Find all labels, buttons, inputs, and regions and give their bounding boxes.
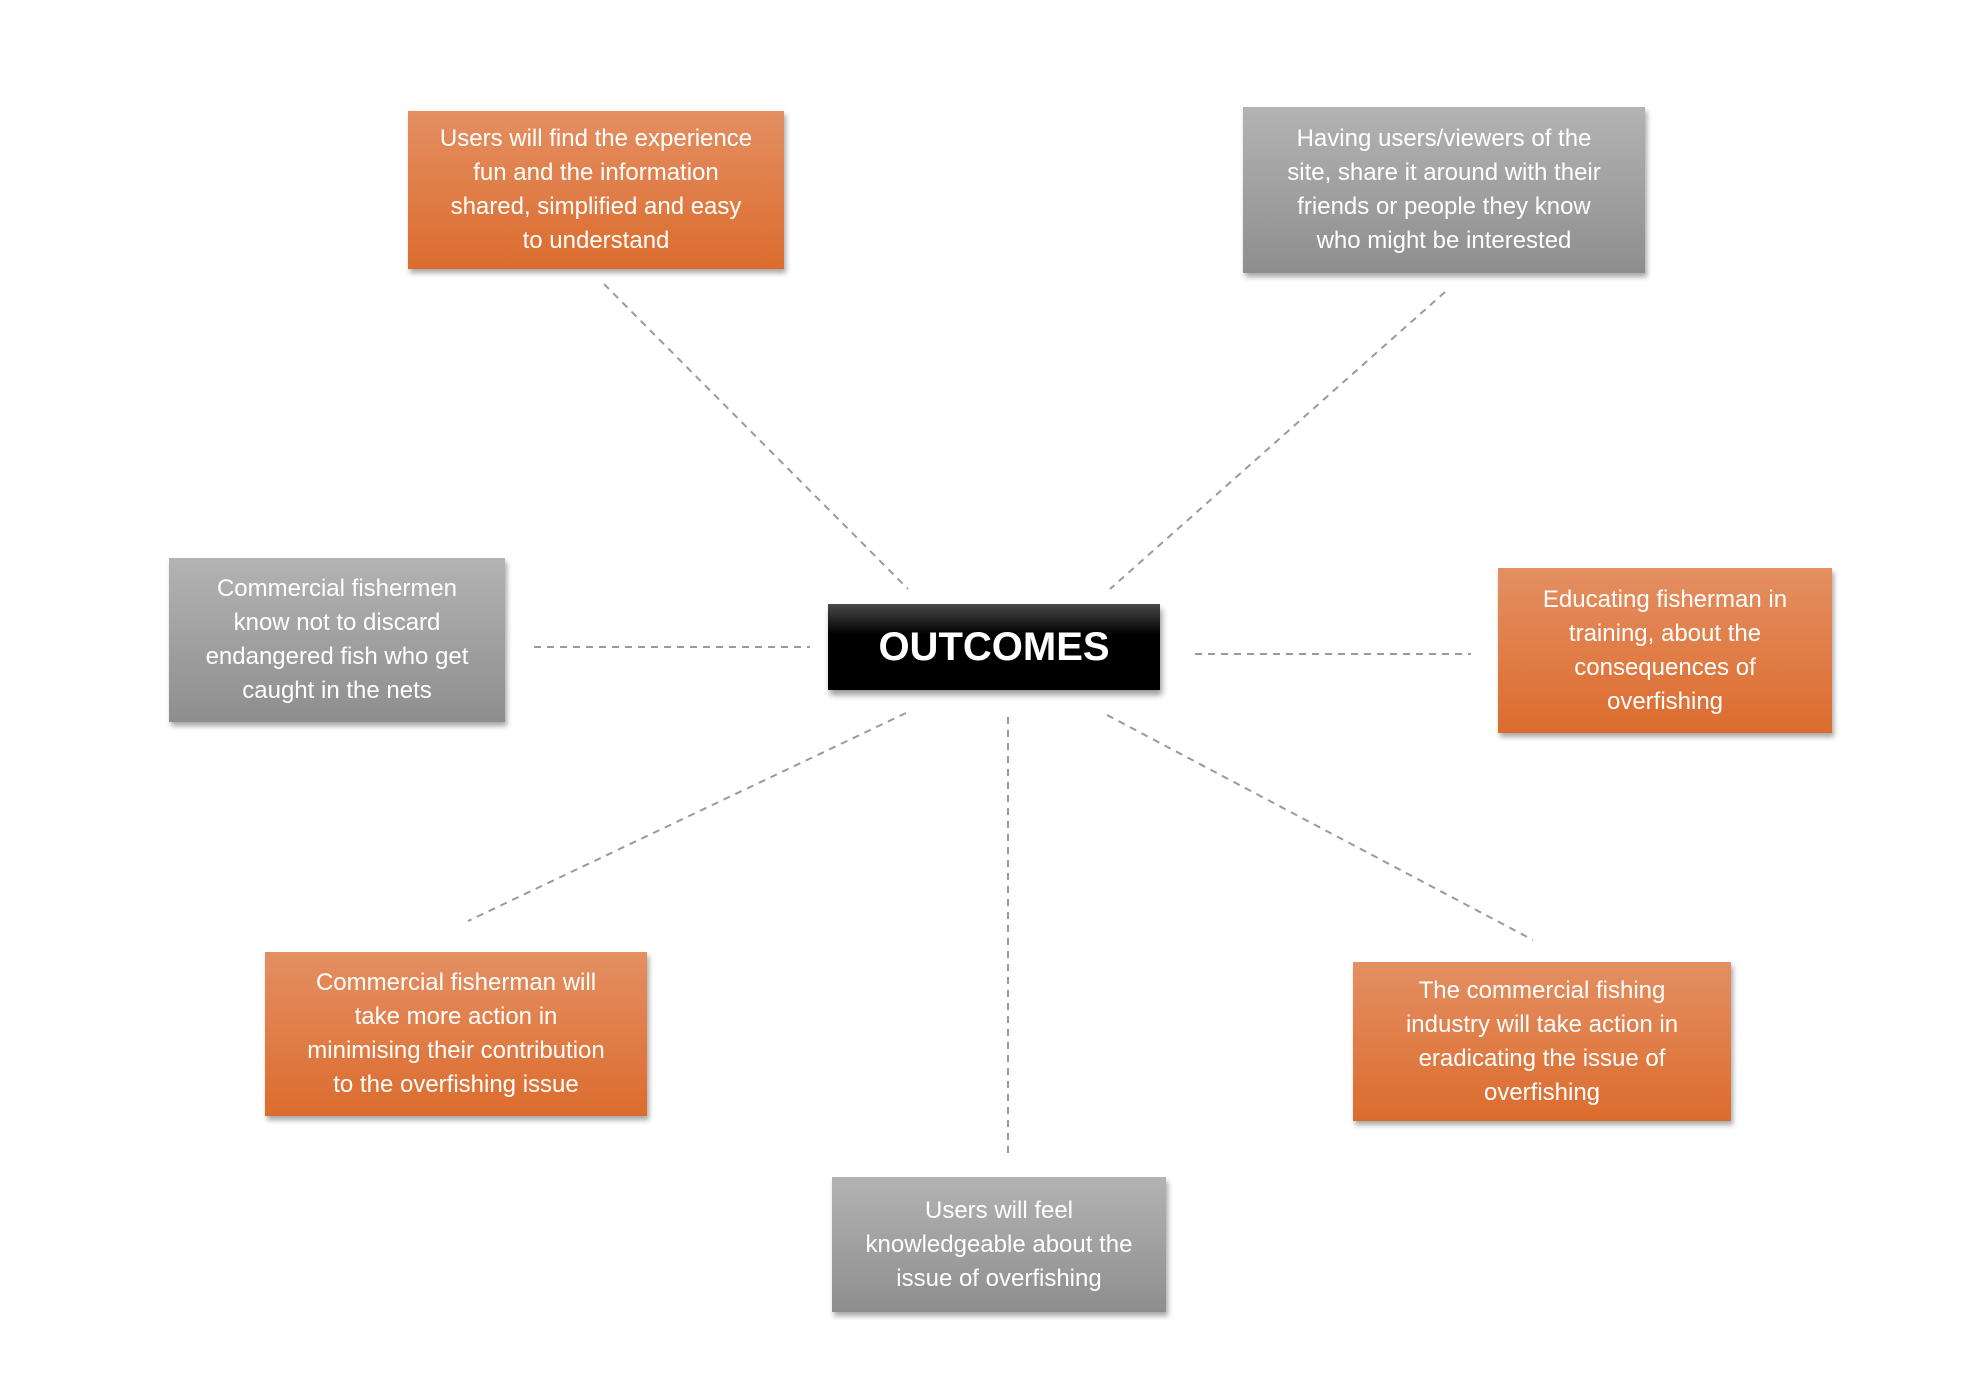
node-line: endangered fish who get bbox=[205, 643, 469, 670]
node-line: industry will take action in bbox=[1405, 1010, 1679, 1038]
node-line: who might be interested bbox=[1316, 227, 1572, 254]
node-line: Commercial fisherman will bbox=[315, 969, 597, 996]
outcome-node-educating: Educating fisherman in training, about t… bbox=[1498, 568, 1832, 733]
node-line: minimising their contribution bbox=[307, 1037, 605, 1064]
outcome-node-knowledgeable: Users will feel knowledgeable about the … bbox=[832, 1177, 1166, 1312]
outcome-node-share: Having users/viewers of the site, share … bbox=[1243, 107, 1645, 273]
connector-bottom-left bbox=[467, 712, 907, 922]
node-line: Users will feel bbox=[924, 1196, 1074, 1224]
node-line: caught in the nets bbox=[242, 677, 432, 704]
node-line: overfishing bbox=[1483, 1078, 1601, 1106]
node-line: issue of overfishing bbox=[896, 1264, 1102, 1292]
connector-bottom-right bbox=[1106, 714, 1534, 941]
outcome-node-discard: Commercial fishermen know not to discard… bbox=[169, 558, 505, 722]
node-line: know not to discard bbox=[233, 609, 441, 636]
node-line: Having users/viewers of the bbox=[1296, 125, 1592, 152]
node-line: Users will find the experience bbox=[439, 125, 753, 152]
node-line: consequences of bbox=[1574, 653, 1756, 681]
node-line: take more action in bbox=[354, 1003, 558, 1030]
outcome-node-experience: Users will find the experience fun and t… bbox=[408, 111, 784, 269]
center-label: OUTCOMES bbox=[878, 624, 1110, 669]
node-line: Educating fisherman in bbox=[1542, 585, 1788, 613]
node-line: knowledgeable about the bbox=[865, 1230, 1133, 1258]
connector-top-left bbox=[603, 283, 909, 590]
connector-top-right bbox=[1109, 291, 1446, 590]
node-line: to understand bbox=[522, 227, 670, 254]
node-line: to the overfishing issue bbox=[333, 1071, 579, 1098]
node-line: site, share it around with their bbox=[1287, 159, 1601, 186]
node-line: shared, simplified and easy bbox=[450, 193, 742, 220]
node-line: training, about the bbox=[1568, 619, 1762, 647]
node-line: overfishing bbox=[1606, 687, 1724, 715]
outcome-node-minimising: Commercial fisherman will take more acti… bbox=[265, 952, 647, 1116]
node-line: The commercial fishing bbox=[1418, 976, 1666, 1004]
node-line: fun and the information bbox=[473, 159, 719, 186]
outcomes-center-node: OUTCOMES bbox=[828, 604, 1160, 690]
outcome-node-industry: The commercial fishing industry will tak… bbox=[1353, 962, 1731, 1121]
node-line: friends or people they know bbox=[1297, 193, 1591, 220]
node-line: Commercial fishermen bbox=[216, 575, 458, 602]
node-line: eradicating the issue of bbox=[1418, 1044, 1666, 1072]
